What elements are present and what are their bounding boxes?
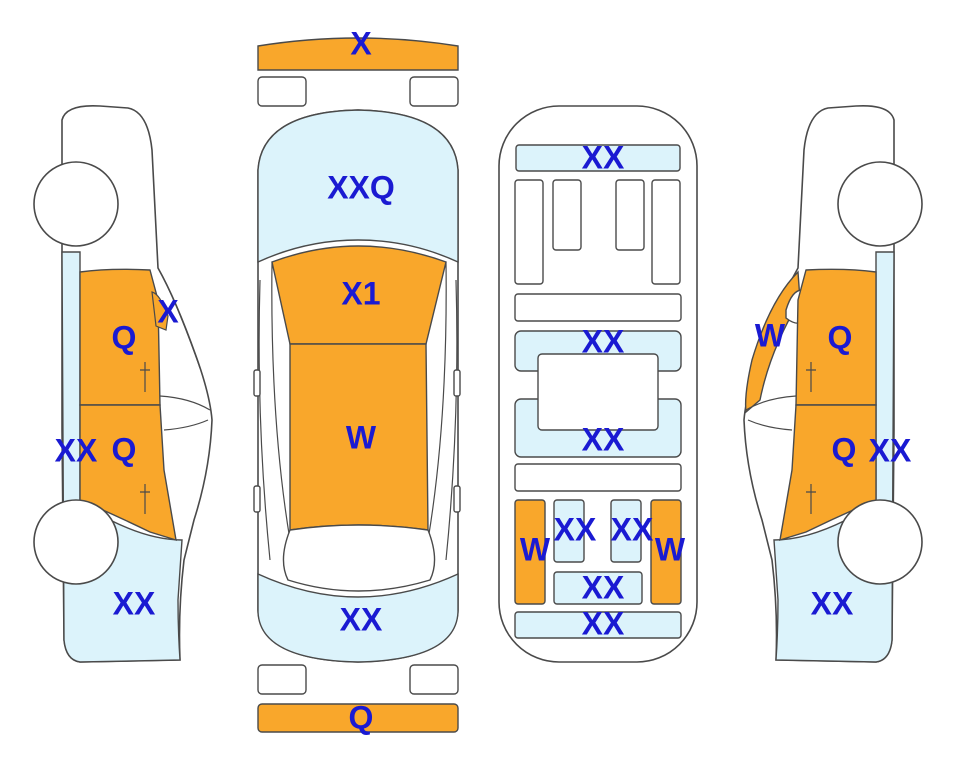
top-view: X XXQ X1 W XX Q	[253, 25, 461, 735]
under-rear-right-rail	[650, 499, 682, 605]
label-windshield: X1	[341, 275, 380, 311]
label-left-front-door: X	[157, 293, 179, 329]
label-under-mid-upper: XX	[582, 323, 625, 359]
label-rear-bumper: Q	[349, 699, 374, 735]
under-rear-left-rail	[514, 499, 546, 605]
label-under-front-panel: XX	[582, 139, 625, 175]
underbody-view: XX XX XX W XX XX W XX XX	[498, 105, 698, 663]
under-rear-inner-right	[610, 499, 642, 563]
label-left-rear-door-panel: Q	[112, 431, 137, 467]
right-side-view: W Q Q XX XX	[743, 104, 923, 663]
left-front-window	[151, 291, 169, 331]
label-under-rear-inner-right: XX	[611, 511, 654, 547]
left-rear-wheel	[33, 499, 119, 585]
label-under-rear-center: XX	[582, 569, 625, 605]
under-rear-center	[553, 571, 643, 605]
label-under-rear-right-rail: W	[655, 531, 686, 567]
right-front-door	[795, 268, 877, 406]
label-trunk: XX	[340, 601, 383, 637]
label-right-rocker: XX	[869, 432, 912, 468]
left-side-view: X Q Q XX XX	[33, 104, 213, 663]
top-windshield	[271, 245, 447, 345]
label-right-front-door-panel: Q	[828, 319, 853, 355]
top-rear-bumper	[257, 703, 459, 733]
label-left-rear-quarter: XX	[113, 585, 156, 621]
label-left-front-door-panel: Q	[112, 319, 137, 355]
top-trunk	[257, 572, 459, 663]
label-roof: W	[346, 419, 377, 455]
label-left-rocker: XX	[55, 432, 98, 468]
label-hood: XXQ	[327, 169, 395, 205]
label-under-rear-inner-left: XX	[554, 511, 597, 547]
label-under-rear-panel: XX	[582, 605, 625, 641]
label-right-rear-quarter: XX	[811, 585, 854, 621]
under-rear-inner-left	[553, 499, 585, 563]
label-front-bumper: X	[350, 25, 372, 61]
label-under-mid-lower: XX	[582, 421, 625, 457]
top-hood	[257, 109, 459, 264]
label-under-rear-left-rail: W	[520, 531, 551, 567]
top-front-bumper	[257, 37, 459, 71]
label-right-a-pillar: W	[755, 317, 786, 353]
right-front-wheel	[837, 161, 923, 247]
left-front-door	[79, 268, 161, 406]
left-front-wheel	[33, 161, 119, 247]
label-right-rear-door-panel: Q	[832, 431, 857, 467]
under-rear-panel	[514, 611, 682, 639]
under-front-panel	[515, 144, 681, 172]
right-rear-wheel	[837, 499, 923, 585]
